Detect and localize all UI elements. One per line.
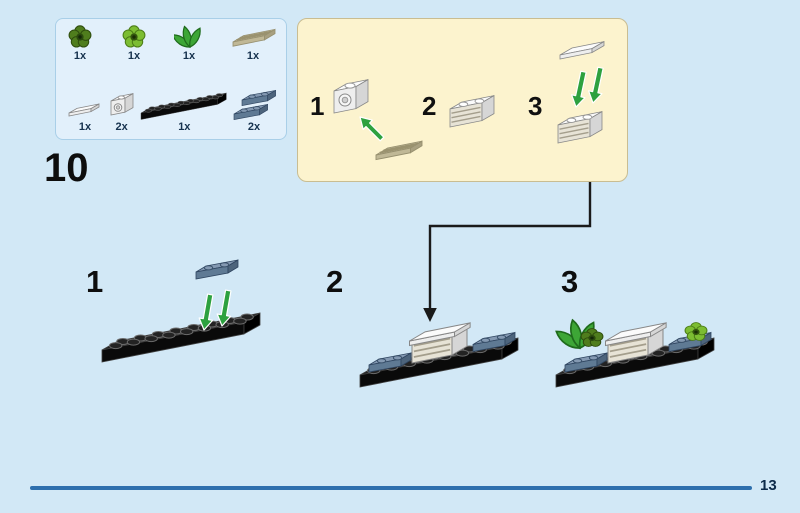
callout-step-number: 1 <box>310 91 325 121</box>
headlight-brick-white <box>333 78 369 114</box>
part-count-label: 1x <box>182 50 196 62</box>
assembly-step-2-diagram <box>359 322 519 388</box>
page-number: 13 <box>760 477 777 494</box>
callout-step-1-diagram <box>333 78 423 161</box>
part-item: 1x <box>174 25 204 62</box>
part-count-label: 2x <box>115 121 128 133</box>
part-count-label: 2x <box>247 121 261 133</box>
green-arrow-icon <box>359 116 385 142</box>
callout-step-number: 3 <box>528 91 543 121</box>
part-item: 1x <box>139 86 229 133</box>
main-step-number: 3 <box>561 264 579 299</box>
parts-row-1: 1x 1x 1x 1x <box>66 25 276 62</box>
parts-list-panel: 1x 1x 1x 1x <box>55 18 287 140</box>
callout-step-number: 2 <box>422 91 437 121</box>
green-arrow-icon <box>585 65 608 106</box>
ingot-tan-icon <box>232 28 276 48</box>
headlight-brick-white-icon <box>110 92 134 116</box>
part-item: 1x <box>66 25 94 62</box>
page-divider-line <box>30 486 752 490</box>
plate-black-2x8-icon <box>141 92 227 120</box>
plant-leaves-icon <box>174 25 204 49</box>
assembly-step-1-diagram <box>101 259 261 363</box>
subassembly-box <box>557 110 603 144</box>
flower-plate-bright-green-icon <box>122 25 146 48</box>
subassembly-box <box>449 94 495 128</box>
subassembly-callout-panel: 1 2 3 <box>297 18 628 182</box>
part-item: 2x <box>107 92 137 133</box>
main-step-number: 2 <box>326 264 344 299</box>
part-item: 1x <box>120 25 148 62</box>
plate-sand-blue-1x2-icon <box>233 90 276 120</box>
part-count-label: 1x <box>178 121 191 133</box>
flower-plate-dark-green-icon <box>68 25 92 48</box>
part-count-label: 1x <box>127 50 141 62</box>
plate-black-2x8 <box>101 312 261 363</box>
plate-sand-blue-1x2 <box>195 259 239 280</box>
step-number: 10 <box>44 146 89 190</box>
flower-plate-bright-green <box>684 321 708 342</box>
tile-white-1x2-icon <box>68 103 100 117</box>
ingot-tan <box>375 140 423 161</box>
parts-row-2: 1x 2x 1x <box>66 86 276 133</box>
assembly-step-3-diagram <box>552 317 715 388</box>
callout-step-2-diagram <box>449 94 495 128</box>
part-item: 2x <box>232 88 276 133</box>
part-count-label: 1x <box>73 50 87 62</box>
callout-step-3-diagram <box>557 40 608 144</box>
part-count-label: 1x <box>78 121 92 133</box>
main-step-number: 1 <box>86 264 104 299</box>
tile-white-1x2 <box>559 40 605 60</box>
part-item: 1x <box>66 102 104 133</box>
green-arrow-icon <box>568 69 591 110</box>
part-item: 1x <box>230 27 276 62</box>
part-count-label: 1x <box>246 50 260 62</box>
